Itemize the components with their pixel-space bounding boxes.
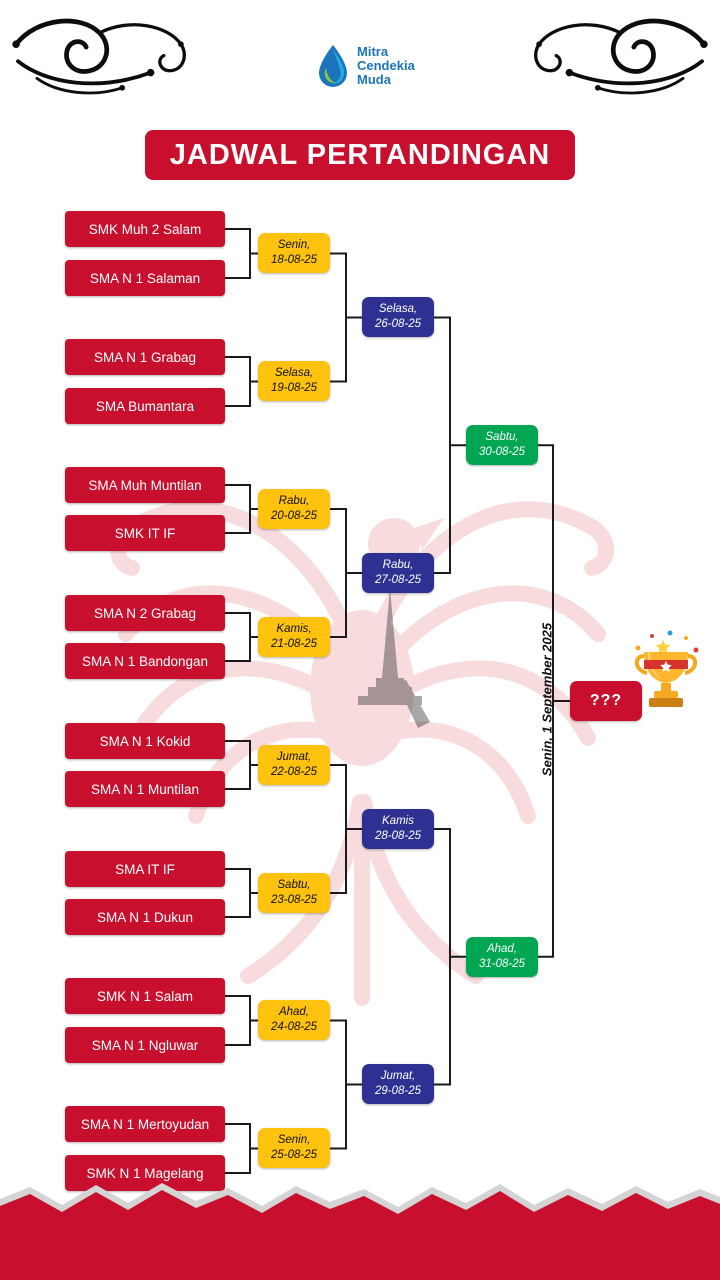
match-date: 19-08-25 [270, 382, 318, 394]
round1-match-box: Jumat, 22-08-25 [258, 745, 330, 785]
team-box: SMA N 1 Bandongan [65, 643, 225, 679]
team-box: SMK IT IF [65, 515, 225, 551]
match-day: Sabtu, [277, 879, 311, 892]
match-day: Selasa, [274, 367, 314, 380]
match-date: 21-08-25 [270, 638, 318, 650]
round1-match-box: Rabu, 20-08-25 [258, 489, 330, 529]
page-title: JADWAL PERTANDINGAN [169, 138, 551, 171]
torn-paper-edge [0, 1183, 720, 1280]
match-day: Sabtu, [485, 431, 519, 444]
round2-match-box: Kamis 28-08-25 [362, 809, 434, 849]
round1-match-box: Senin, 18-08-25 [258, 233, 330, 273]
round2-match-box: Rabu, 27-08-25 [362, 553, 434, 593]
monument-watermark [358, 588, 430, 728]
match-date: 22-08-25 [270, 766, 318, 778]
round1-match-box: Senin, 25-08-25 [258, 1128, 330, 1168]
semifinal-match-box: Sabtu, 30-08-25 [466, 425, 538, 465]
match-date: 25-08-25 [270, 1149, 318, 1161]
round1-match-box: Selasa, 19-08-25 [258, 361, 330, 401]
match-day: Senin, [277, 239, 311, 252]
logo-text-line: Muda [357, 72, 391, 88]
match-day: Rabu, [382, 559, 414, 572]
corner-flourish-right-icon [534, 18, 708, 95]
team-box: SMA N 1 Muntilan [65, 771, 225, 807]
match-day: Ahad, [278, 1006, 310, 1019]
match-date: 20-08-25 [270, 510, 318, 522]
match-day: Selasa, [378, 303, 418, 316]
logo: Mitra Cendekia Muda [316, 44, 415, 88]
team-box: SMA Muh Muntilan [65, 467, 225, 503]
match-day: Ahad, [486, 943, 518, 956]
match-day: Senin, [277, 1134, 311, 1147]
logo-drop-icon [319, 45, 347, 87]
round1-match-box: Sabtu, 23-08-25 [258, 873, 330, 913]
corner-flourish-left-icon [12, 18, 186, 95]
match-day: Kamis, [276, 623, 312, 636]
trophy-icon [634, 630, 699, 707]
team-box: SMA N 1 Grabag [65, 339, 225, 375]
match-date: 23-08-25 [270, 894, 318, 906]
logo-text: Mitra Cendekia Muda [357, 43, 415, 88]
team-box: SMA N 1 Mertoyudan [65, 1106, 225, 1142]
team-box: SMA IT IF [65, 851, 225, 887]
final-winner-box: ??? [570, 681, 642, 721]
final-winner-placeholder: ??? [589, 692, 623, 709]
match-date: 27-08-25 [374, 574, 422, 586]
team-box: SMA Bumantara [65, 388, 225, 424]
team-box: SMA N 1 Dukun [65, 899, 225, 935]
round1-match-box: Ahad, 24-08-25 [258, 1000, 330, 1040]
match-day: Kamis [382, 815, 414, 828]
logo-text-line: Cendekia [357, 57, 415, 73]
round2-match-box: Jumat, 29-08-25 [362, 1064, 434, 1104]
match-date: 30-08-25 [478, 446, 526, 458]
match-day: Rabu, [278, 495, 310, 508]
team-box: SMK N 1 Salam [65, 978, 225, 1014]
match-date: 29-08-25 [374, 1085, 422, 1097]
match-date: 26-08-25 [374, 318, 422, 330]
match-day: Jumat, [276, 751, 312, 764]
round2-match-box: Selasa, 26-08-25 [362, 297, 434, 337]
logo-text-line: Mitra [357, 43, 389, 59]
round1-match-box: Kamis, 21-08-25 [258, 617, 330, 657]
title-banner: JADWAL PERTANDINGAN [145, 130, 575, 180]
match-date: 18-08-25 [270, 254, 318, 266]
match-date: 24-08-25 [270, 1021, 318, 1033]
team-box: SMA N 1 Salaman [65, 260, 225, 296]
team-box: SMK Muh 2 Salam [65, 211, 225, 247]
team-box: SMK N 1 Magelang [65, 1155, 225, 1191]
match-date: 28-08-25 [374, 830, 422, 842]
team-box: SMA N 2 Grabag [65, 595, 225, 631]
match-date: 31-08-25 [478, 958, 526, 970]
final-date-label: Senin, 1 September 2025 [539, 622, 555, 777]
semifinal-match-box: Ahad, 31-08-25 [466, 937, 538, 977]
match-day: Jumat, [380, 1070, 416, 1083]
team-box: SMA N 1 Kokid [65, 723, 225, 759]
team-box: SMA N 1 Ngluwar [65, 1027, 225, 1063]
